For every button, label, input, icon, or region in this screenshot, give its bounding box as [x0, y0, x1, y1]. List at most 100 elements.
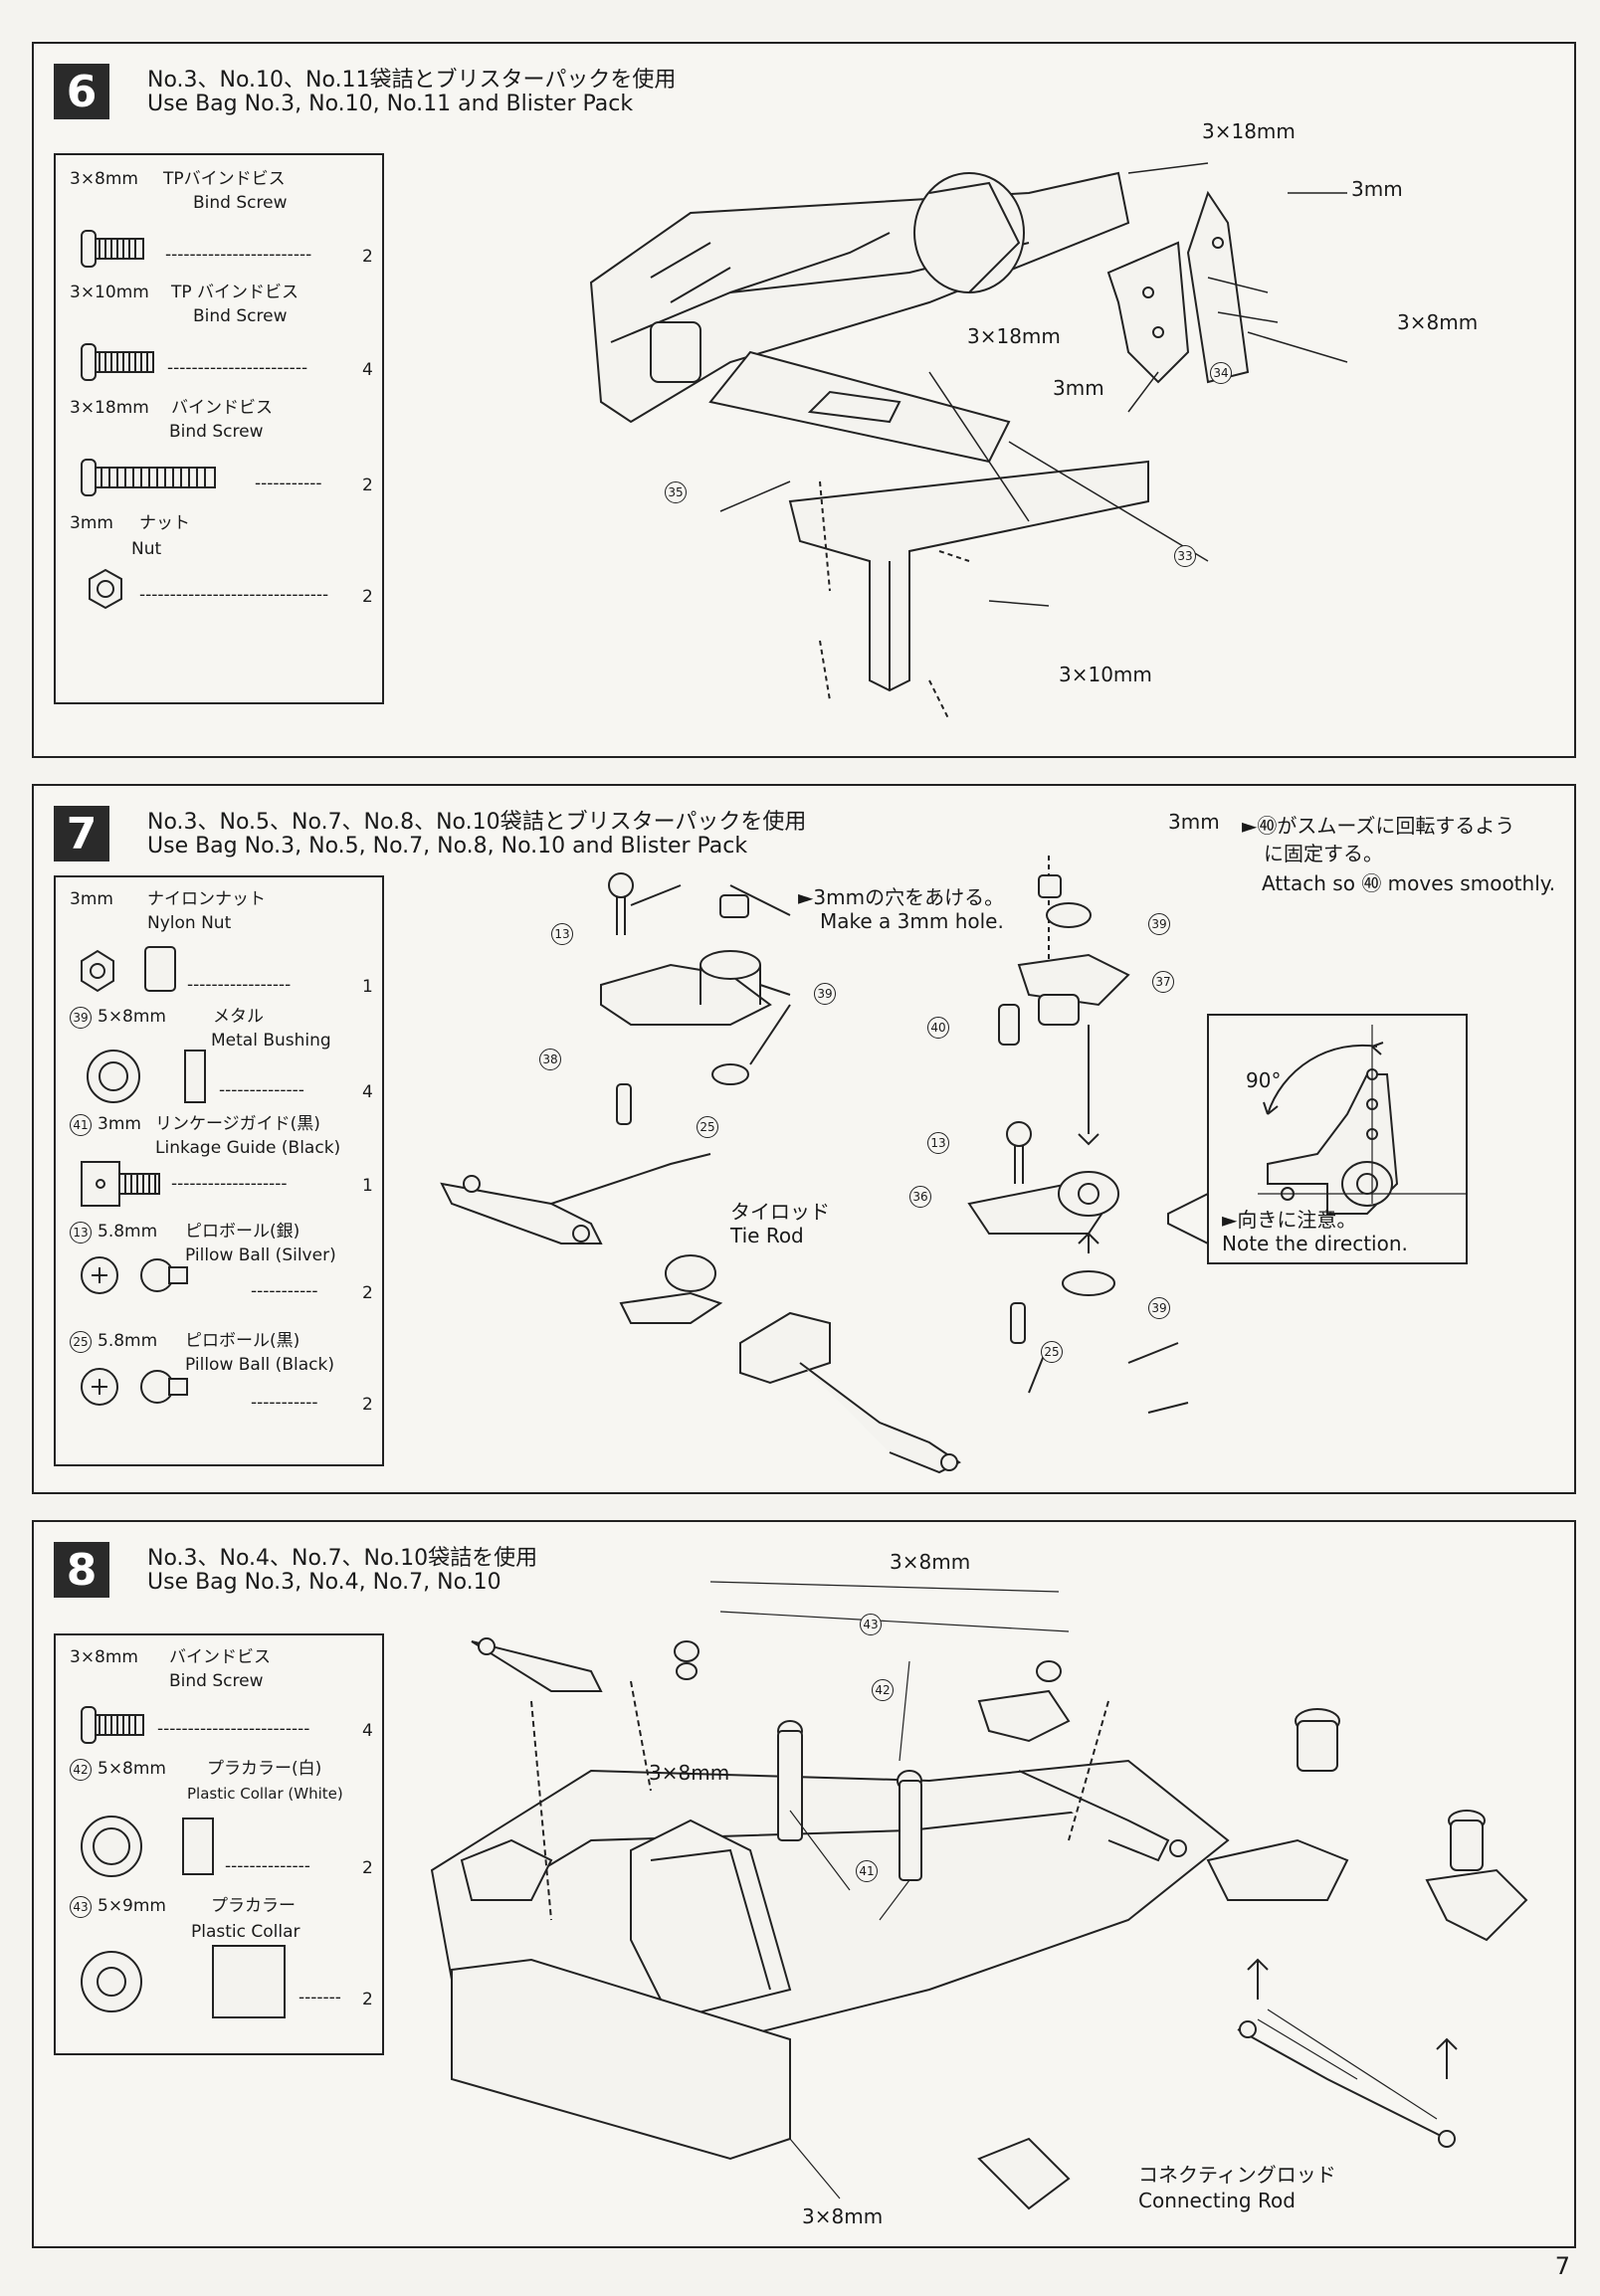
part-size: 5×8mm: [98, 1759, 166, 1779]
part-qty: 2: [362, 1990, 373, 2009]
part-name-jp: ナイロンナット: [147, 889, 266, 909]
part-name-en: Pillow Ball (Black): [185, 1355, 334, 1375]
parts-drawings: [81, 230, 216, 610]
callout-label: 3×8mm: [1397, 310, 1479, 334]
part-id-badge: 42: [70, 1759, 92, 1781]
part-name-jp: TPバインドビス: [163, 169, 286, 189]
part-size: 3×10mm: [70, 283, 149, 302]
part-name-en: Bind Screw: [169, 1671, 264, 1691]
part-size: 5.8mm: [98, 1331, 158, 1351]
part-size: 5.8mm: [98, 1222, 158, 1242]
qty-leader: --------------: [219, 1080, 304, 1100]
part-name-jp: ナット: [139, 513, 190, 533]
qty-leader: -------------------------: [157, 1719, 310, 1739]
callout-label: 3×8mm: [802, 2204, 884, 2228]
part-qty: 2: [362, 1395, 373, 1415]
qty-leader: -----------: [251, 1393, 318, 1413]
parts-list: 3×8mm TPバインドビス Bind Screw --------------…: [54, 153, 384, 704]
step-7-panel: 7 No.3、No.5、No.7、No.8、No.10袋詰とブリスターパックを使…: [32, 784, 1576, 1494]
qty-leader: -------: [299, 1988, 341, 2008]
part-id-badge: 39: [1148, 1297, 1170, 1319]
step-number: 7: [54, 806, 109, 861]
step-title-jp: No.3、No.4、No.7、No.10袋詰を使用: [147, 1546, 538, 1571]
step-title-en: Use Bag No.3, No.5, No.7, No.8, No.10 an…: [147, 834, 748, 859]
parts-drawings: [81, 1706, 286, 2018]
part-id-badge: 34: [1210, 362, 1232, 384]
hole-note-en: Make a 3mm hole.: [820, 909, 1004, 933]
direction-note-en: Note the direction.: [1222, 1232, 1408, 1255]
part-size: 3×18mm: [70, 398, 149, 418]
qty-leader: -----------------: [187, 975, 292, 995]
tie-rod-label-en: Tie Rod: [730, 1224, 804, 1247]
part-size: 3×8mm: [70, 169, 138, 189]
step-number: 8: [54, 1542, 109, 1598]
qty-leader: -----------: [251, 1281, 318, 1301]
angle-label: 90°: [1246, 1068, 1282, 1092]
step-title-en: Use Bag No.3, No.4, No.7, No.10: [147, 1570, 501, 1595]
part-qty: 4: [362, 1721, 373, 1741]
part-name-en: Bind Screw: [193, 193, 288, 213]
part-id-badge: 25: [70, 1331, 92, 1353]
part-id-badge: 25: [1041, 1341, 1063, 1363]
part-name-en: Nut: [131, 539, 162, 559]
part-name-jp: ピロボール(黒): [185, 1331, 300, 1351]
part-name-en: Bind Screw: [169, 422, 264, 442]
part-id-badge: 33: [1174, 545, 1196, 567]
part-name-jp: バインドビス: [171, 398, 273, 418]
qty-leader: --------------: [225, 1856, 310, 1876]
part-size: 5×9mm: [98, 1896, 166, 1916]
part-name-jp: バインドビス: [169, 1647, 271, 1667]
part-name-en: Nylon Nut: [147, 913, 232, 933]
callout-label: 3×10mm: [1059, 663, 1152, 686]
part-id-badge: 39: [814, 983, 836, 1005]
parts-list: 3×8mm バインドビス Bind Screw ----------------…: [54, 1633, 384, 2055]
part-id-badge: 38: [539, 1049, 561, 1070]
part-size: 3mm: [70, 513, 113, 533]
callout-label: 3×8mm: [649, 1761, 730, 1785]
step-6-panel: 6 No.3、No.10、No.11袋詰とブリスターパックを使用 Use Bag…: [32, 42, 1576, 758]
connecting-rod-label-en: Connecting Rod: [1138, 2189, 1296, 2212]
callout-label: 3mm: [1351, 177, 1403, 201]
part-id-badge: 43: [860, 1614, 882, 1635]
qty-leader: -----------------------: [167, 358, 308, 378]
part-size: 5×8mm: [98, 1007, 166, 1027]
part-qty: 2: [362, 1283, 373, 1303]
step-title-en: Use Bag No.3, No.10, No.11 and Blister P…: [147, 92, 634, 116]
parts-list: 3mm ナイロンナット Nylon Nut ----------------- …: [54, 875, 384, 1466]
step-number: 6: [54, 64, 109, 119]
part-name-en: Pillow Ball (Silver): [185, 1245, 336, 1265]
part-id-badge: 37: [1152, 971, 1174, 993]
qty-leader: -----------: [255, 474, 322, 493]
part-name-jp: プラカラー: [211, 1896, 296, 1916]
part-qty: 2: [362, 247, 373, 267]
step-8-panel: 8 No.3、No.4、No.7、No.10袋詰を使用 Use Bag No.3…: [32, 1520, 1576, 2248]
nut-icon: [89, 568, 122, 610]
part-qty: 4: [362, 360, 373, 380]
page-number: 7: [1554, 2252, 1570, 2280]
part-qty: 2: [362, 1858, 373, 1878]
part-id-badge: 43: [70, 1896, 92, 1918]
connecting-rod-label-jp: コネクティングロッド: [1138, 2163, 1336, 2187]
qty-leader: -------------------------------: [139, 585, 329, 605]
part-qty: 1: [362, 977, 373, 997]
callout-label: 3×18mm: [1202, 119, 1296, 143]
qty-leader: -------------------: [171, 1174, 288, 1194]
smooth-note-jp: ►㊵がスムーズに回転するよう: [1242, 814, 1515, 838]
part-qty: 2: [362, 587, 373, 607]
part-name-jp: メタル: [213, 1007, 264, 1027]
part-name-jp: プラカラー(白): [207, 1759, 322, 1779]
step-title-jp: No.3、No.10、No.11袋詰とブリスターパックを使用: [147, 68, 677, 93]
linkage-assembly-drawing: [430, 1581, 1528, 2210]
part-id-badge: 13: [551, 923, 573, 945]
part-qty: 2: [362, 476, 373, 495]
part-id-badge: 25: [697, 1116, 718, 1138]
parts-drawings: [81, 946, 206, 1406]
hole-note-jp: ►3mmの穴をあける。: [798, 885, 1005, 909]
part-id-badge: 39: [1148, 913, 1170, 935]
part-id-badge: 35: [665, 481, 687, 503]
part-id-badge: 13: [70, 1222, 92, 1244]
bind-screw-icon: [81, 230, 216, 496]
part-size: 3×8mm: [70, 1647, 138, 1667]
smooth-note-jp: に固定する。: [1264, 842, 1383, 865]
part-name-jp: ピロボール(銀): [185, 1222, 300, 1242]
